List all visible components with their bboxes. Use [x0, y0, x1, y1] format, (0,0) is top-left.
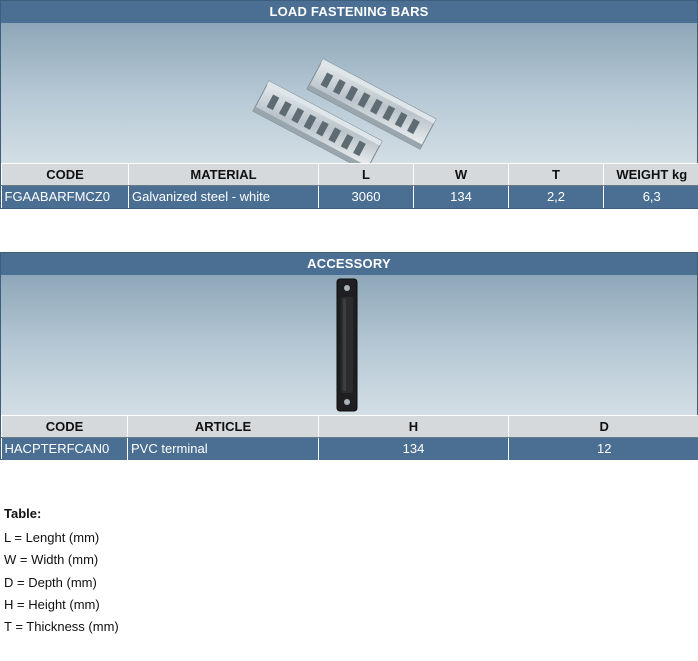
accessory-section: ACCESSORY CODE ARTICLE H D HACPTERFCAN0 … — [0, 252, 698, 460]
cell-l: 3060 — [318, 185, 414, 208]
fastening-bars-image — [252, 58, 437, 163]
pvc-terminal-image — [336, 278, 358, 412]
table-row: HACPTERFCAN0 PVC terminal 134 12 — [1, 437, 698, 460]
cell-code: FGAABARFMCZ0 — [1, 185, 129, 208]
column-header-code: CODE — [1, 415, 128, 438]
cell-weight: 6,3 — [603, 185, 698, 208]
legend-item: H = Height (mm) — [4, 596, 100, 612]
column-header-article: ARTICLE — [127, 415, 319, 438]
legend-item: D = Depth (mm) — [4, 574, 97, 590]
column-header-code: CODE — [1, 163, 129, 186]
legend: Table: L = Lenght (mm) W = Width (mm) D … — [4, 506, 119, 638]
legend-item: T = Thickness (mm) — [4, 619, 119, 635]
table-header-row: CODE ARTICLE H D — [1, 415, 698, 438]
column-header-h: H — [318, 415, 509, 438]
table-row: FGAABARFMCZ0 Galvanized steel - white 30… — [1, 185, 698, 208]
cell-h: 134 — [318, 437, 509, 460]
accessory-table: CODE ARTICLE H D HACPTERFCAN0 PVC termin… — [1, 415, 698, 460]
legend-item: L = Lenght (mm) — [4, 530, 100, 545]
table-header-row: CODE MATERIAL L W T WEIGHT kg — [1, 163, 698, 186]
section-title: ACCESSORY — [1, 253, 697, 275]
column-header-d: D — [508, 415, 698, 438]
cell-t: 2,2 — [508, 185, 604, 208]
section-title: LOAD FASTENING BARS — [1, 1, 697, 23]
cell-material: Galvanized steel - white — [128, 185, 319, 208]
column-header-w: W — [413, 163, 509, 186]
cell-code: HACPTERFCAN0 — [1, 437, 128, 460]
fastening-bars-table: CODE MATERIAL L W T WEIGHT kg FGAABARFMC… — [1, 163, 698, 208]
legend-item: W = Width (mm) — [4, 552, 99, 568]
legend-title: Table: — [4, 506, 42, 521]
product-image-area — [1, 23, 697, 163]
column-header-material: MATERIAL — [128, 163, 319, 186]
load-fastening-bars-section: LOAD FASTENING BARS — [0, 0, 698, 209]
cell-w: 134 — [413, 185, 509, 208]
column-header-weight: WEIGHT kg — [603, 163, 698, 186]
column-header-t: T — [508, 163, 604, 186]
cell-article: PVC terminal — [127, 437, 319, 460]
product-image-area — [1, 275, 697, 415]
column-header-l: L — [318, 163, 414, 186]
cell-d: 12 — [508, 437, 698, 460]
